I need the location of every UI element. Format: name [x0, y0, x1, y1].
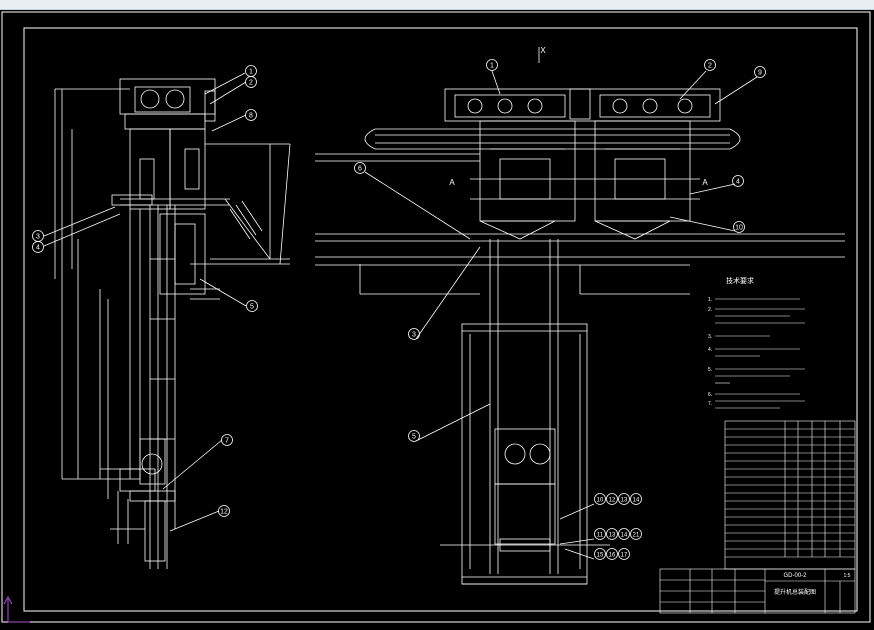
callout-1-right: 1 — [490, 63, 494, 70]
callout-14b-group: 14 — [621, 533, 628, 539]
notes-title: 技术要求 — [726, 276, 754, 285]
outer-frame — [1, 11, 871, 623]
right-callouts — [354, 59, 766, 560]
callout-4-right: 4 — [736, 179, 740, 186]
drawing-scale: 1:5 — [844, 573, 851, 579]
callout-11-group: 11 — [597, 533, 604, 539]
callout-15-group: 15 — [597, 553, 604, 559]
view-marker-x: X — [540, 46, 546, 55]
cad-canvas[interactable]: 1 2 8 3 4 5 7 12 — [0, 9, 874, 625]
callout-8-left: 8 — [249, 113, 253, 120]
callout-21-group: 21 — [633, 533, 640, 539]
drawing-title: 提升机总装配图 — [774, 588, 816, 596]
front-elevation-view — [315, 47, 845, 585]
callout-5-left: 5 — [250, 304, 254, 311]
callout-5-right: 5 — [412, 434, 416, 441]
callout-7-left: 7 — [225, 438, 229, 445]
section-marker-a-right: A — [702, 178, 708, 187]
note-5: 5. — [708, 367, 712, 373]
callout-2-right: 2 — [708, 63, 712, 70]
note-2: 2. — [708, 307, 712, 313]
callout-3-left: 3 — [36, 234, 40, 241]
callout-4-left: 4 — [36, 245, 40, 252]
side-elevation-view — [54, 78, 291, 569]
drawing-border — [23, 27, 858, 612]
callout-3-right: 3 — [412, 332, 416, 339]
callout-17-group: 17 — [621, 553, 628, 559]
title-block: GD-00-2 提升机总装配图 1:5 — [659, 568, 856, 614]
note-1: 1. — [708, 297, 712, 303]
callout-12-group: 12 — [609, 498, 616, 504]
technical-notes: 技术要求 1. 2. 3. 4. 5. 6. 7. — [708, 276, 805, 409]
note-7: 7. — [708, 401, 712, 407]
parts-list — [724, 420, 856, 570]
callout-1-left: 1 — [249, 69, 253, 76]
callout-13b-group: 13 — [609, 533, 616, 539]
ucs-axis-icon — [3, 595, 30, 623]
note-3: 3. — [708, 334, 712, 340]
callout-9-right: 9 — [758, 70, 762, 77]
callout-13-group: 13 — [621, 498, 628, 504]
callout-16-group: 16 — [609, 553, 616, 559]
callout-10-group: 10 — [597, 498, 604, 504]
callout-14-group: 14 — [633, 498, 640, 504]
section-marker-a-left: A — [449, 178, 455, 187]
note-4: 4. — [708, 347, 712, 353]
note-6: 6. — [708, 392, 712, 398]
left-callouts — [32, 65, 258, 532]
cad-drawing: 1 2 8 3 4 5 7 12 — [1, 11, 871, 623]
drawing-number: GD-00-2 — [783, 573, 807, 579]
callout-10-right: 10 — [735, 225, 743, 232]
callout-12-left: 12 — [220, 509, 228, 516]
callout-6-right: 6 — [358, 166, 362, 173]
callout-2-left: 2 — [249, 80, 253, 87]
window-top-strip — [0, 0, 874, 10]
